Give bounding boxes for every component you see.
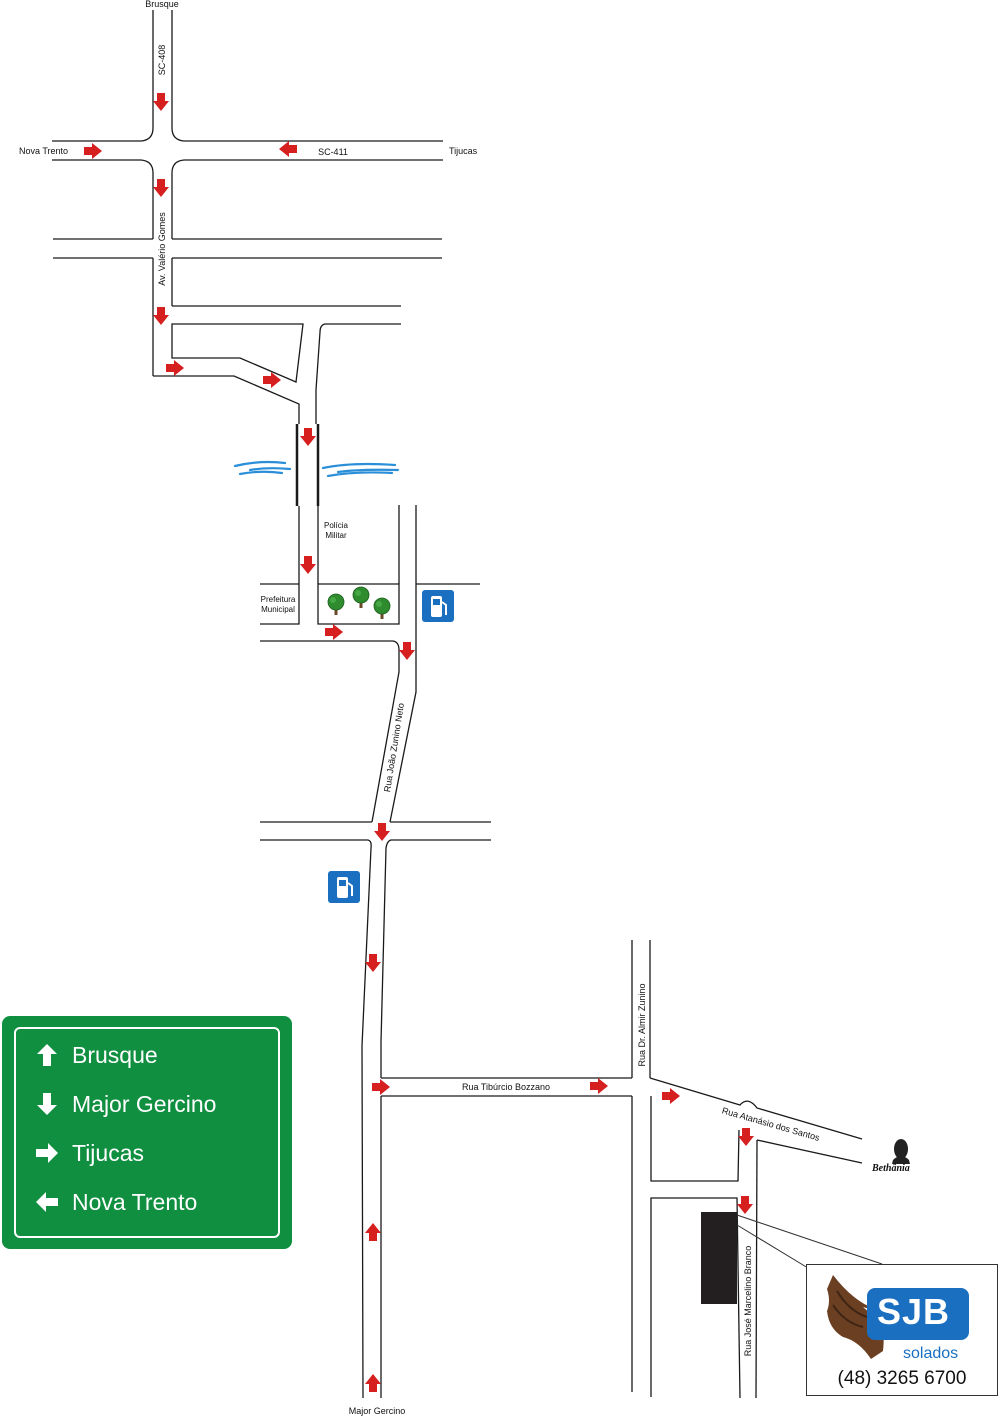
road-lower (380, 940, 863, 1399)
bethania-logo-icon (892, 1139, 910, 1164)
direction-legend: Brusque Major Gercino Tijucas Nova Trent… (2, 1016, 292, 1249)
road-sc408-label: SC-408 (157, 45, 167, 76)
arrow-up-icon (37, 1044, 57, 1066)
legend-border (14, 1027, 280, 1238)
arrow-right-icon (36, 1143, 58, 1163)
place-bethania: Bethânia (872, 1163, 910, 1174)
road-sc408 (52, 10, 443, 142)
place-tijucas: Tijucas (449, 146, 478, 156)
road-marcelino-label: Rua José Marcelino Branco (743, 1246, 753, 1357)
legend-item-nova-trento: Nova Trento (34, 1187, 197, 1217)
bridge (295, 424, 320, 506)
road-valerio-label: Av. Valério Gomes (157, 212, 167, 286)
destination-building (701, 1212, 737, 1304)
place-major-gercino: Major Gercino (349, 1406, 406, 1416)
arrow-left-icon (36, 1192, 58, 1212)
place-policia-2: Militar (325, 531, 347, 540)
arrow-down-icon (37, 1093, 57, 1115)
place-prefeitura-2: Municipal (261, 605, 295, 614)
legend-label: Nova Trento (72, 1188, 198, 1215)
trees (327, 586, 391, 620)
sjb-logo-box (867, 1288, 969, 1340)
place-prefeitura-1: Prefeitura (261, 595, 296, 604)
road-tiburcio-label: Rua Tibúrcio Bozzano (462, 1082, 550, 1092)
place-brusque: Brusque (145, 0, 179, 9)
road-almir-label: Rua Dr. Almir Zunino (637, 983, 647, 1066)
legend-item-brusque: Brusque (34, 1040, 158, 1070)
road-atanasio-label: Rua Atanásio dos Santos (721, 1105, 821, 1143)
fuel-station-icon (328, 871, 360, 903)
legend-label: Tijucas (72, 1139, 144, 1166)
river (233, 460, 400, 478)
place-policia-1: Polícia (324, 521, 349, 530)
company-phone: (48) 3265 6700 (837, 1368, 967, 1389)
company-card: SJB solados (48) 3265 6700 (806, 1264, 998, 1396)
company-name: SJB (877, 1291, 951, 1332)
fuel-station-icon (422, 590, 454, 622)
legend-label: Brusque (72, 1041, 158, 1068)
road-center (260, 505, 491, 1399)
legend-item-tijucas: Tijucas (34, 1138, 144, 1168)
road-valerio-gomes (53, 173, 442, 424)
legend-label: Major Gercino (72, 1090, 217, 1117)
road-sc411-label: SC-411 (318, 147, 348, 157)
place-nova-trento: Nova Trento (19, 146, 68, 156)
callout-lines (736, 1214, 883, 1269)
legend-item-major-gercino: Major Gercino (34, 1089, 216, 1119)
road-sc411 (52, 159, 443, 174)
company-tagline: solados (903, 1345, 959, 1362)
